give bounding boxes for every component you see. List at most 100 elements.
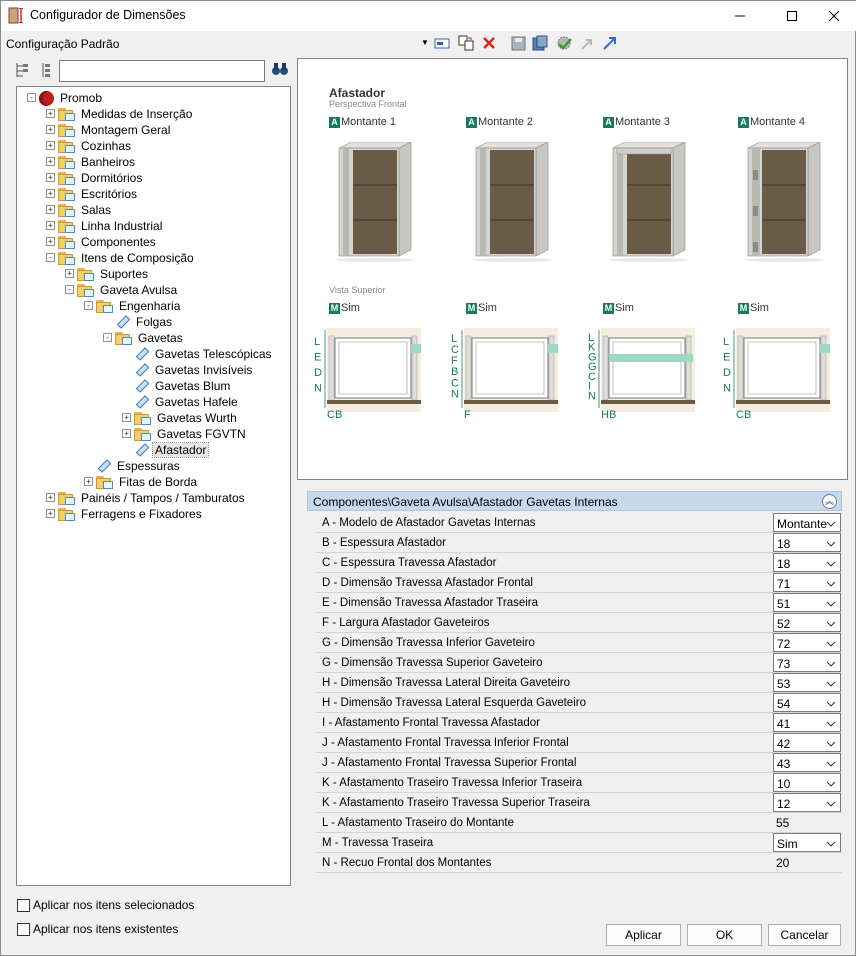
plan-option: Sim: [478, 302, 497, 314]
tree-expander-icon[interactable]: +: [122, 413, 131, 422]
close-window-button[interactable]: [811, 1, 856, 31]
property-value: 71: [777, 577, 791, 591]
property-value-dropdown[interactable]: 18: [773, 533, 841, 552]
tree-collapse-all-icon[interactable]: [40, 62, 52, 78]
tree-item-label: Espessuras: [117, 459, 180, 473]
tree-item[interactable]: Folgas: [115, 314, 174, 330]
tree-item[interactable]: Medidas de Inserção: [58, 106, 194, 122]
rename-config-button[interactable]: [433, 34, 451, 52]
tree-item[interactable]: Itens de Composição: [58, 250, 196, 266]
tree-expander-icon[interactable]: +: [46, 493, 55, 502]
save-button[interactable]: [509, 34, 527, 52]
tree-expander-icon[interactable]: +: [46, 157, 55, 166]
tree-item[interactable]: Gavetas Hafele: [134, 394, 240, 410]
config-dropdown-arrow-icon[interactable]: ▼: [421, 38, 429, 47]
folder-icon: [96, 475, 114, 489]
tree-expander-icon[interactable]: -: [27, 93, 36, 102]
binoculars-icon[interactable]: [271, 61, 289, 77]
copy-config-button[interactable]: [457, 34, 475, 52]
tree-item[interactable]: Gavetas FGVTN: [134, 426, 248, 442]
property-value-dropdown[interactable]: Sim: [773, 833, 841, 852]
property-value-dropdown[interactable]: 43: [773, 753, 841, 772]
tree-expander-icon[interactable]: +: [84, 477, 93, 486]
tree-item[interactable]: Cozinhas: [58, 138, 133, 154]
tree-item[interactable]: Gavetas Wurth: [134, 410, 239, 426]
tree-expander-icon[interactable]: +: [65, 269, 74, 278]
minimize-button[interactable]: [717, 1, 763, 31]
tree-item[interactable]: Gavetas: [115, 330, 185, 346]
tree-item[interactable]: Componentes: [58, 234, 158, 250]
property-value-dropdown[interactable]: 42: [773, 733, 841, 752]
maximize-icon: [787, 11, 797, 21]
expand-button[interactable]: [601, 34, 619, 52]
tree-item[interactable]: Espessuras: [96, 458, 182, 474]
collapse-button[interactable]: [579, 34, 597, 52]
tree-item[interactable]: Gaveta Avulsa: [77, 282, 179, 298]
property-value-dropdown[interactable]: 41: [773, 713, 841, 732]
save-as-button[interactable]: [531, 34, 549, 52]
tree-item[interactable]: Escritórios: [58, 186, 139, 202]
tree-item[interactable]: Fitas de Borda: [96, 474, 199, 490]
tree-expander-icon[interactable]: -: [46, 253, 55, 262]
property-value-dropdown[interactable]: 10: [773, 773, 841, 792]
tree-item[interactable]: Gavetas Telescópicas: [134, 346, 274, 362]
tree-expander-icon[interactable]: +: [46, 109, 55, 118]
property-value-dropdown[interactable]: 52: [773, 613, 841, 632]
property-value-dropdown[interactable]: 12: [773, 793, 841, 812]
tree-expander-icon[interactable]: +: [46, 189, 55, 198]
tree-expander-icon[interactable]: -: [84, 301, 93, 310]
config-selector[interactable]: Configuração Padrão: [6, 37, 120, 51]
property-value-field[interactable]: 55: [773, 813, 841, 832]
tree-item[interactable]: Suportes: [77, 266, 150, 282]
property-value-dropdown[interactable]: 54: [773, 693, 841, 712]
tree-item[interactable]: Salas: [58, 202, 113, 218]
tree-item[interactable]: Afastador: [134, 442, 210, 458]
cancel-button[interactable]: Cancelar: [768, 924, 841, 946]
property-value-dropdown[interactable]: 72: [773, 633, 841, 652]
tree-item[interactable]: Banheiros: [58, 154, 137, 170]
tree-item[interactable]: Montagem Geral: [58, 122, 172, 138]
tree-item[interactable]: Gavetas Blum: [134, 378, 232, 394]
maximize-button[interactable]: [769, 1, 815, 31]
tree-item[interactable]: Painéis / Tampos / Tamburatos: [58, 490, 247, 506]
dimension-letter: N: [723, 383, 731, 395]
tree-item[interactable]: Linha Industrial: [58, 218, 164, 234]
tree-expander-icon[interactable]: +: [122, 429, 131, 438]
tree-expander-icon[interactable]: +: [46, 141, 55, 150]
property-value: 18: [777, 537, 791, 551]
ok-button[interactable]: OK: [687, 924, 762, 946]
tree-expander-icon[interactable]: -: [103, 333, 112, 342]
tree-item[interactable]: Dormitórios: [58, 170, 144, 186]
tree-expander-icon[interactable]: +: [46, 173, 55, 182]
tree-item[interactable]: Engenharia: [96, 298, 182, 314]
dimension-letter: B: [451, 366, 458, 378]
collapse-chevron-icon[interactable]: ︽: [822, 494, 837, 509]
tree-expander-icon[interactable]: -: [65, 285, 74, 294]
property-value-dropdown[interactable]: 71: [773, 573, 841, 592]
delete-config-button[interactable]: [480, 34, 498, 52]
delete-icon: [483, 37, 495, 49]
tree-expander-icon[interactable]: +: [46, 125, 55, 134]
tree-expander-icon[interactable]: +: [46, 205, 55, 214]
apply-button[interactable]: Aplicar: [606, 924, 681, 946]
tree-expander-icon[interactable]: +: [46, 221, 55, 230]
property-value-field[interactable]: 20: [773, 853, 841, 872]
tree-search-input[interactable]: [59, 60, 265, 82]
tree-expander-icon[interactable]: +: [46, 237, 55, 246]
property-value-dropdown[interactable]: 51: [773, 593, 841, 612]
tree-item[interactable]: Promob: [39, 90, 104, 106]
property-value-dropdown[interactable]: 53: [773, 673, 841, 692]
tree-expand-all-icon[interactable]: [14, 62, 30, 78]
tree-item[interactable]: Gavetas Invisíveis: [134, 362, 254, 378]
property-value-dropdown[interactable]: 73: [773, 653, 841, 672]
apply-existing-checkbox[interactable]: [17, 923, 30, 936]
property-value-dropdown[interactable]: 18: [773, 553, 841, 572]
apply-selected-checkbox[interactable]: [17, 899, 30, 912]
tree-item[interactable]: Ferragens e Fixadores: [58, 506, 204, 522]
tree-expander-icon[interactable]: +: [46, 509, 55, 518]
tag-icon: [96, 459, 112, 473]
component-tree[interactable]: -Promob+Medidas de Inserção+Montagem Ger…: [16, 86, 291, 886]
property-value-dropdown[interactable]: Montante: [773, 513, 841, 532]
validate-button[interactable]: [555, 34, 573, 52]
